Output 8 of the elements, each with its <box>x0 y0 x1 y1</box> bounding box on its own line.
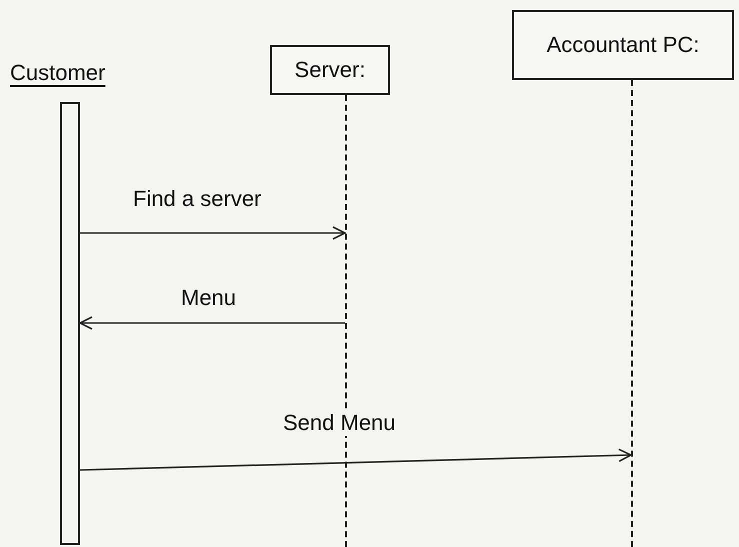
message-arrow <box>80 226 346 240</box>
message-arrow <box>79 316 345 330</box>
activation-bar <box>60 102 80 545</box>
actor-label: Customer <box>10 60 132 90</box>
object-box: Accountant PC: <box>512 10 734 80</box>
message-arrow <box>80 448 632 471</box>
lifeline <box>631 80 634 547</box>
object-box: Server: <box>270 45 390 95</box>
